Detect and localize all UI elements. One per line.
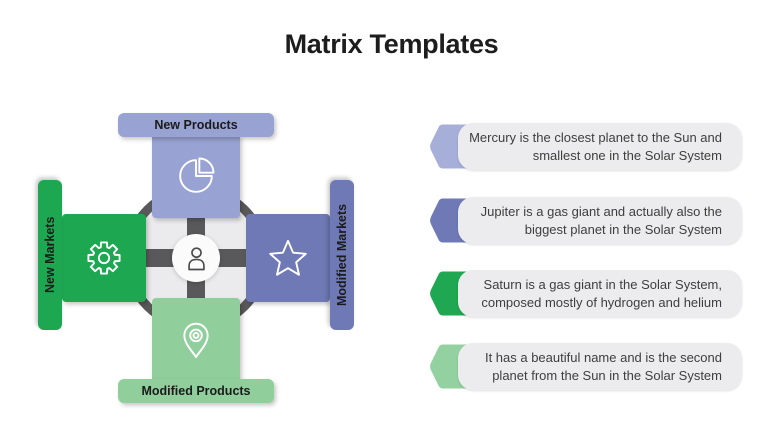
quadrant-new-products-box	[152, 134, 240, 218]
quadrant-label-modified-products: Modified Products	[118, 379, 274, 403]
person-icon	[187, 246, 205, 270]
fact-card-saturn: Saturn is a gas giant in the Solar Syste…	[458, 270, 742, 317]
fact-card-jupiter: Jupiter is a gas giant and actually also…	[458, 197, 742, 244]
quadrant-label-new-markets: New Markets	[38, 180, 62, 330]
page-title: Matrix Templates	[284, 29, 499, 59]
quadrant-label-new-products: New Products	[118, 113, 274, 137]
gear-icon	[87, 241, 121, 275]
quadrant-new-markets-box	[62, 214, 146, 302]
fact-card-mercury: Mercury is the closest planet to the Sun…	[458, 123, 742, 170]
star-icon	[269, 239, 307, 276]
quadrant-label-modified-markets: Modified Markets	[330, 180, 354, 330]
matrix-center-circle	[172, 234, 220, 282]
quadrant-modified-markets-box	[246, 214, 330, 302]
quadrant-modified-products-box	[152, 298, 240, 382]
fact-card-venus: It has a beautiful name and is the secon…	[458, 343, 742, 390]
pie-chart-icon	[179, 157, 215, 193]
location-pin-icon	[183, 322, 209, 359]
